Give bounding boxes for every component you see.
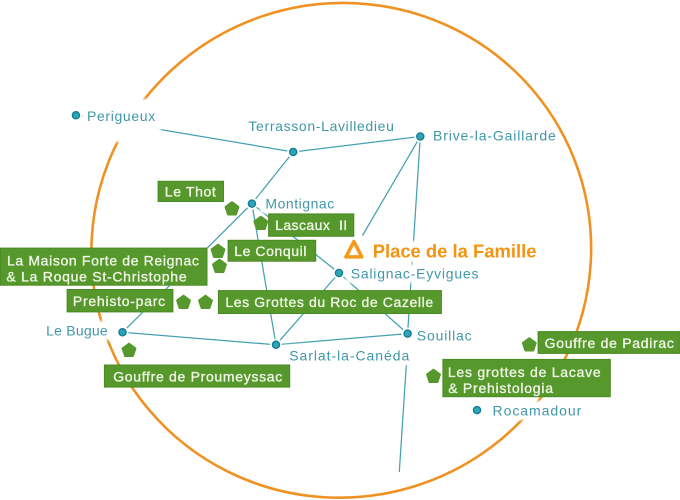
svg-text:Perigueux: Perigueux	[87, 108, 156, 124]
svg-text:& La Roque St-Christophe: & La Roque St-Christophe	[6, 268, 187, 284]
svg-text:Montignac: Montignac	[265, 196, 334, 212]
svg-text:Les grottes de Lacave: Les grottes de Lacave	[448, 364, 602, 380]
svg-text:& Prehistologia: & Prehistologia	[448, 380, 554, 396]
svg-text:Gouffre de Padirac: Gouffre de Padirac	[545, 335, 675, 351]
svg-text:Souillac: Souillac	[417, 327, 473, 343]
svg-text:Salignac-Eyvigues: Salignac-Eyvigues	[351, 265, 480, 281]
svg-text:Gouffre de Proumeyssac: Gouffre de Proumeyssac	[113, 368, 283, 384]
svg-text:Le Conquil: Le Conquil	[234, 243, 307, 259]
svg-text:Lascaux II: Lascaux II	[275, 217, 348, 233]
svg-text:Place de la Famille: Place de la Famille	[373, 241, 537, 262]
svg-text:Le Thot: Le Thot	[165, 184, 217, 200]
svg-text:Le Bugue: Le Bugue	[46, 322, 108, 338]
svg-text:Rocamadour: Rocamadour	[493, 402, 583, 418]
svg-text:Sarlat-la-Canéda: Sarlat-la-Canéda	[289, 347, 410, 363]
svg-text:Brive-la-Gaillarde: Brive-la-Gaillarde	[433, 128, 557, 144]
svg-text:Les Grottes du Roc de Cazelle: Les Grottes du Roc de Cazelle	[225, 294, 433, 310]
svg-text:Prehisto-parc: Prehisto-parc	[73, 293, 166, 309]
svg-text:La Maison Forte de Reignac: La Maison Forte de Reignac	[7, 253, 200, 269]
svg-text:Terrasson-Lavilledieu: Terrasson-Lavilledieu	[248, 118, 394, 134]
